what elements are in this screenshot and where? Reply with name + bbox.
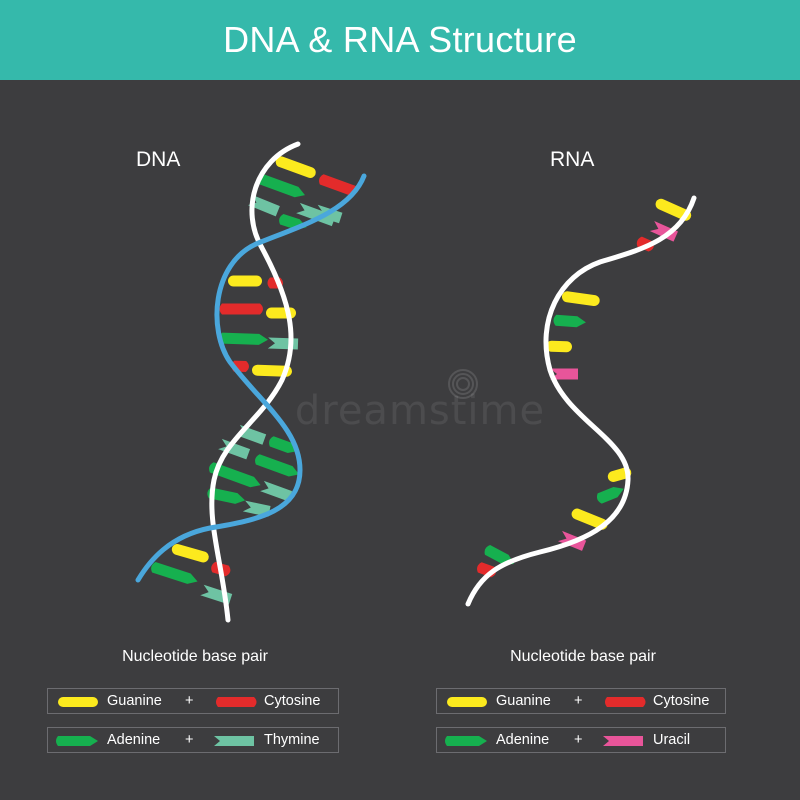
cytosine-pill-icon	[216, 697, 257, 707]
dna-base-7	[228, 275, 262, 287]
watermark-text: dreamstime	[294, 388, 546, 434]
dna-base-2	[259, 174, 305, 198]
dna-base-25	[151, 562, 198, 584]
rna-legend-adenine-uracil: Adenine + Uracil	[436, 727, 726, 753]
dna-label: DNA	[136, 148, 181, 171]
cytosine-pill-icon	[605, 697, 646, 707]
adenine-arrow-icon	[56, 736, 98, 746]
legend-cytosine-label: Cytosine	[653, 693, 710, 709]
rna-caption: Nucleotide base pair	[510, 648, 656, 665]
rna-base-1	[649, 220, 678, 242]
rna-base-3	[561, 291, 600, 307]
rna-strand-white	[465, 195, 697, 607]
dna-base-17	[218, 438, 251, 460]
dna-base-20	[260, 480, 293, 502]
legend-plus: +	[185, 693, 194, 709]
rna-base-9	[571, 508, 608, 530]
dna-strand-white	[209, 141, 301, 623]
dna-base-18	[255, 454, 300, 477]
guanine-pill-icon	[447, 697, 487, 707]
thymine-notch-icon	[214, 736, 254, 746]
dna-strand-blue	[135, 173, 367, 583]
legend-cytosine-label: Cytosine	[264, 693, 321, 709]
legend-adenine-label: Adenine	[107, 732, 161, 748]
legend-guanine-label: Guanine	[496, 693, 551, 709]
dna-helix	[135, 141, 367, 623]
guanine-pill-icon	[58, 697, 98, 707]
dna-base-3	[296, 202, 336, 227]
rna-legend-guanine-cytosine: Guanine + Cytosine	[436, 688, 726, 714]
rna-base-4	[553, 314, 586, 328]
dna-legend-adenine-thymine: Adenine + Thymine	[47, 727, 339, 753]
legend-plus: +	[185, 732, 194, 748]
rna-base-6	[550, 368, 578, 380]
watermark-spiral-icon	[448, 369, 478, 399]
rna-base-0	[655, 198, 692, 221]
dna-base-9	[219, 303, 263, 315]
title-banner: DNA & RNA Structure	[0, 0, 800, 80]
legend-adenine-label: Adenine	[496, 732, 550, 748]
rna-base-8	[596, 487, 624, 504]
legend-plus: +	[574, 732, 583, 748]
dna-base-11	[219, 332, 268, 345]
dna-base-12	[267, 337, 299, 350]
legend-uracil-label: Uracil	[653, 732, 691, 748]
dna-base-1	[319, 174, 357, 197]
dna-legend-guanine-cytosine: Guanine + Cytosine	[47, 688, 339, 714]
rna-base-5	[545, 340, 572, 353]
rna-base-11	[484, 545, 515, 565]
dna-base-16	[269, 436, 299, 454]
dna-base-4	[247, 194, 280, 217]
dna-base-19	[209, 462, 261, 488]
adenine-arrow-icon	[445, 736, 487, 746]
dna-base-21	[207, 487, 246, 504]
legend-plus: +	[574, 693, 583, 709]
legend-guanine-label: Guanine	[107, 693, 162, 709]
dna-base-10	[266, 307, 296, 319]
page-title: DNA & RNA Structure	[223, 19, 577, 60]
rna-strand	[465, 195, 697, 607]
dna-base-23	[171, 544, 209, 563]
dna-caption: Nucleotide base pair	[122, 648, 268, 665]
legend-thymine-label: Thymine	[264, 732, 320, 748]
rna-label: RNA	[550, 148, 595, 171]
dna-base-0	[275, 156, 316, 178]
uracil-notch-icon	[603, 736, 643, 746]
